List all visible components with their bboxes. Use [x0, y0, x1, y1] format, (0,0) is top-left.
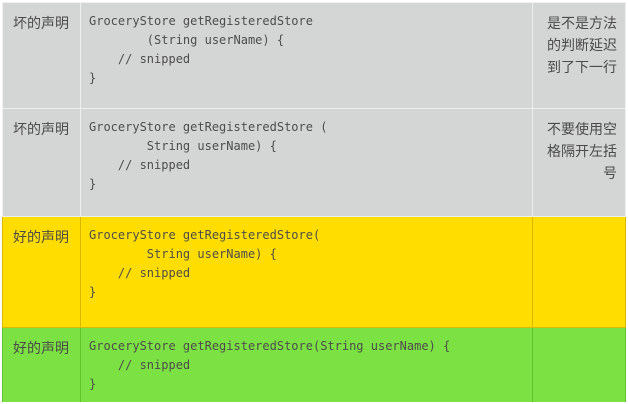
table-row-good-1: 好的声明 GroceryStore getRegisteredStore( St… — [2, 217, 626, 328]
code-cell: GroceryStore getRegisteredStore ( String… — [81, 109, 533, 217]
code-sample: GroceryStore getRegisteredStore(String u… — [89, 339, 451, 391]
note-cell: 不要使用空格隔开左括号 — [533, 109, 626, 217]
note-cell: 是不是方法的判断延迟到了下一行 — [533, 2, 626, 109]
code-cell: GroceryStore getRegisteredStore( String … — [81, 217, 533, 328]
row-label: 好的声明 — [2, 217, 81, 328]
code-cell: GroceryStore getRegisteredStore (String … — [81, 2, 533, 109]
row-label: 好的声明 — [2, 328, 81, 402]
note-cell — [533, 217, 626, 328]
code-sample: GroceryStore getRegisteredStore (String … — [89, 14, 313, 85]
code-cell: GroceryStore getRegisteredStore(String u… — [81, 328, 533, 402]
code-sample: GroceryStore getRegisteredStore ( String… — [89, 120, 328, 191]
table-row-bad-2: 坏的声明 GroceryStore getRegisteredStore ( S… — [2, 109, 626, 217]
note-cell — [533, 328, 626, 402]
row-label: 坏的声明 — [2, 2, 81, 109]
row-label: 坏的声明 — [2, 109, 81, 217]
code-sample: GroceryStore getRegisteredStore( String … — [89, 228, 321, 299]
table-row-bad-1: 坏的声明 GroceryStore getRegisteredStore (St… — [2, 2, 626, 109]
table-row-good-2: 好的声明 GroceryStore getRegisteredStore(Str… — [2, 328, 626, 402]
